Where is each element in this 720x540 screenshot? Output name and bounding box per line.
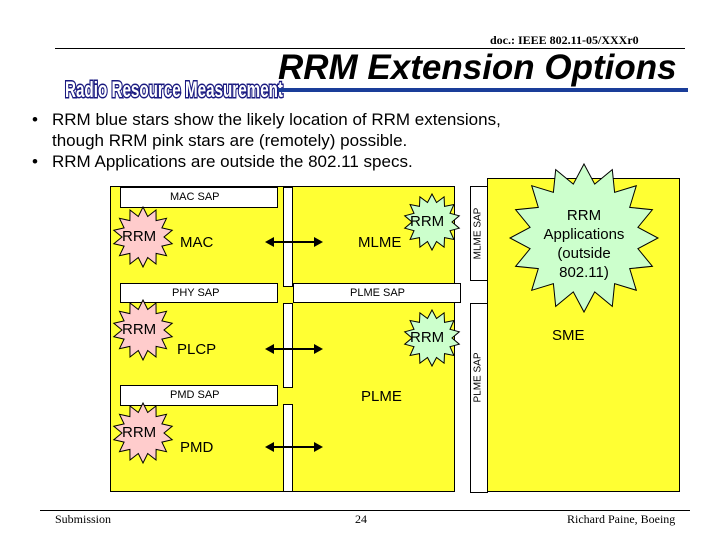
phy-sap-band [120, 283, 278, 303]
header-rule [55, 48, 685, 49]
rrm-blue-star-plme-label: RRM [410, 329, 445, 346]
bullet-1-line-1: RRM blue stars show the likely location … [32, 109, 712, 130]
rrm-app-line-4: 802.11) [559, 264, 609, 281]
mac-sap-label: MAC SAP [170, 191, 220, 203]
plme-sap-h-label: PLME SAP [350, 287, 406, 299]
bullet-2-line-1: RRM Applications are outside the 802.11 … [32, 151, 712, 172]
plcp-plme-arrow [265, 341, 323, 362]
page-title: RRM Extension Options [278, 48, 677, 87]
radio-resource-measurement-logo: Radio Resource Measurement [62, 72, 287, 109]
mac-label: MAC [180, 234, 214, 251]
rrm-blue-star-mlme [403, 192, 461, 252]
pmd-sap-band [120, 385, 278, 406]
doc-id: doc.: IEEE 802.11-05/XXXr0 [490, 33, 639, 47]
rrm-pink-star-mac-label: RRM [122, 228, 157, 245]
footer-rule [40, 510, 690, 511]
sme-label: SME [552, 327, 585, 344]
footer-page-number: 24 [355, 512, 367, 526]
mac-sap-band [120, 187, 278, 208]
mac-mlme-arrow [265, 234, 323, 255]
rrm-pink-star-plcp-label: RRM [122, 321, 157, 338]
rrm-blue-star-mlme-label: RRM [410, 213, 445, 230]
rrm-applications-star [508, 162, 660, 314]
rrm-app-line-2: Applications [543, 226, 625, 243]
bullet-1-line-2: though RRM pink stars are (remotely) pos… [52, 131, 408, 150]
rrm-pink-star-mac [112, 205, 174, 269]
pmd-sap-label: PMD SAP [170, 389, 220, 401]
rrm-pink-star-plcp [112, 298, 174, 362]
rrm-applications-text: RRM Applications (outside 802.11) [524, 206, 644, 282]
rrm-blue-star-plme [403, 308, 461, 368]
plcp-plme-divider [283, 303, 293, 388]
plcp-label: PLCP [177, 341, 217, 358]
rrm-app-line-1: RRM [566, 207, 602, 224]
phy-sap-label: PHY SAP [172, 287, 220, 299]
rrm-pink-star-pmd-label: RRM [122, 424, 157, 441]
pmd-plme-arrow [265, 439, 323, 460]
footer-submission: Submission [55, 512, 112, 526]
bullet-list: RRM blue stars show the likely location … [32, 109, 712, 172]
mac-mlme-divider [283, 187, 293, 287]
rrm-pink-star-pmd [112, 401, 174, 465]
mlme-sap-column [470, 186, 488, 281]
plme-label: PLME [361, 388, 402, 405]
pmd-label: PMD [180, 439, 214, 456]
plme-sap-column [470, 303, 488, 493]
footer-author: Richard Paine, Boeing [567, 512, 676, 526]
mlme-label: MLME [358, 234, 402, 251]
logo-text: Radio Resource Measurement [65, 77, 283, 102]
rrm-app-line-3: (outside [557, 245, 611, 262]
title-underline [278, 88, 688, 92]
plme-sap-band [293, 283, 461, 303]
